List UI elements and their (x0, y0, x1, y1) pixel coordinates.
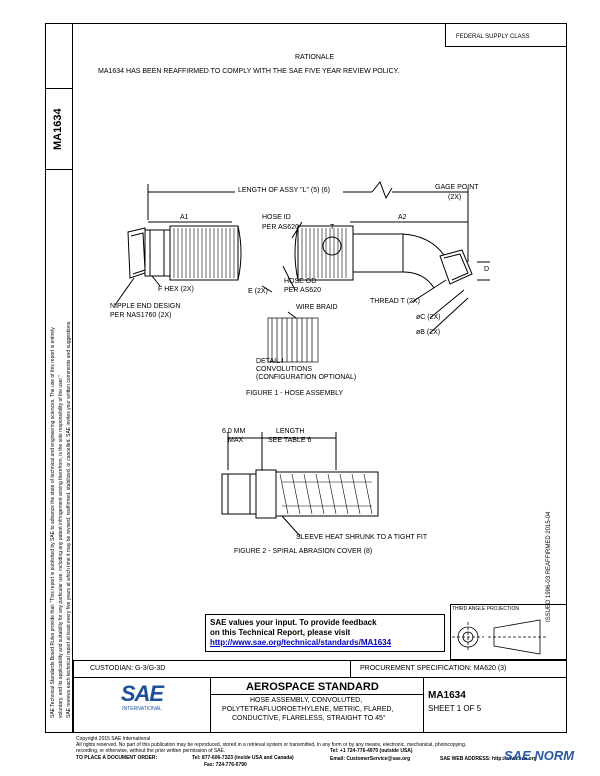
tel2: Tel: +1 724-776-4970 (outside USA) (330, 748, 413, 754)
nipple-label-2: PER NAS1760 (2X) (110, 312, 172, 319)
length-label: LENGTH OF ASSY "L" (5) (6) (238, 187, 330, 194)
b-label: øB (2X) (416, 329, 441, 336)
figure2-drawing (221, 432, 379, 537)
length-see-table-1: LENGTH (276, 428, 305, 435)
nipple-label-1: NIPPLE END DESIGN (110, 303, 181, 310)
c-label: øC (2X) (416, 314, 441, 321)
thread-label: THREAD T (2X) (370, 298, 420, 305)
fax: Fax: 724-776-0790 (204, 762, 247, 768)
sae-logo-text: SAE (120, 681, 164, 706)
sae-logo: SAE INTERNATIONAL (120, 682, 164, 718)
rights-2: recording, or otherwise, without the pri… (76, 748, 226, 754)
sleeve-label: SLEEVE HEAT SHRUNK TO A TIGHT FIT (296, 534, 428, 541)
email: Email: CustomerService@sae.org (330, 756, 411, 762)
a2-label: A2 (398, 214, 407, 221)
title-doc-divider (423, 677, 424, 733)
hose-id-ref: PER AS620 (262, 224, 299, 231)
web-address[interactable]: SAE WEB ADDRESS: http://www.sae.org (440, 756, 537, 762)
sae-logo-sub: INTERNATIONAL (122, 706, 162, 712)
gage-point-label: GAGE POINT (435, 184, 479, 191)
mm-label-2: MAX (228, 437, 244, 444)
figure2-caption: FIGURE 2 - SPIRAL ABRASION COVER (8) (234, 548, 373, 555)
hose-id-label: HOSE ID (262, 214, 291, 221)
title-block-main (73, 677, 567, 733)
copyright: Copyright 2015 SAE International (76, 736, 151, 742)
feedback-line-2: on this Technical Report, please visit (210, 628, 351, 637)
order-label: TO PLACE A DOCUMENT ORDER: (76, 755, 158, 761)
projection-title: THIRD ANGLE PROJECTION (452, 606, 519, 612)
detail-label-3: (CONFIGURATION OPTIONAL) (256, 374, 357, 381)
custodian: CUSTODIAN: G-3/G-3D (90, 665, 166, 672)
length-see-table-2: SEE TABLE 6 (268, 437, 312, 444)
feedback-line-1: SAE values your input. To provide feedba… (210, 618, 377, 627)
feedback-box: SAE values your input. To provide feedba… (205, 614, 445, 652)
description-1: HOSE ASSEMBLY, CONVOLUTED, (250, 697, 363, 704)
hose-od-ref: PER AS620 (284, 287, 321, 294)
tel: Tel: 877-606-7323 (inside USA and Canada… (192, 755, 294, 761)
d-label: D (484, 266, 490, 273)
left-strip-divider (72, 23, 73, 733)
rights-1: All rights reserved. No part of this pub… (76, 742, 467, 748)
watermark: SAE NORM (504, 748, 575, 763)
standard-title: AEROSPACE STANDARD (246, 681, 379, 693)
fsc-box (445, 23, 567, 47)
procurement-spec: PROCUREMENT SPECIFICATION: MA620 (3) (360, 665, 507, 672)
projection-box (450, 604, 567, 660)
rationale-text: MA1634 HAS BEEN REAFFIRMED TO COMPLY WIT… (98, 68, 400, 75)
title-top-divider (350, 660, 351, 678)
doc-number: MA1634 (428, 690, 466, 701)
side-doc-box (45, 88, 73, 170)
a1-label: A1 (180, 214, 189, 221)
detail-label-2: CONVOLUTIONS (256, 366, 313, 373)
detail-label-1: DETAIL I (256, 358, 284, 365)
description-2: POLYTETRAFLUOROETHYLENE, METRIC, FLARED, (222, 706, 394, 713)
projection-symbol (452, 619, 548, 655)
title-logo-divider (210, 677, 211, 733)
description-3: CONDUCTIVE, FLARELESS, STRAIGHT TO 45° (232, 715, 386, 722)
gage-point-count: (2X) (448, 194, 462, 201)
t-label: T (330, 224, 335, 231)
mm-label-1: 6.0 MM (222, 428, 246, 435)
federal-supply-class: FEDERAL SUPPLY CLASS (456, 34, 530, 40)
title-standard-underline (211, 694, 423, 695)
feedback-link[interactable]: http://www.sae.org/technical/standards/M… (210, 638, 392, 647)
e-label: E (2X) (248, 288, 268, 295)
sheet-number: SHEET 1 OF 5 (428, 704, 482, 713)
figure1-caption: FIGURE 1 - HOSE ASSEMBLY (246, 390, 344, 397)
hose-od-label: HOSE OD (284, 278, 317, 285)
f-hex-label: F HEX (2X) (158, 286, 194, 293)
rationale-heading: RATIONALE (295, 54, 335, 61)
wire-braid-label: WIRE BRAID (296, 304, 338, 311)
